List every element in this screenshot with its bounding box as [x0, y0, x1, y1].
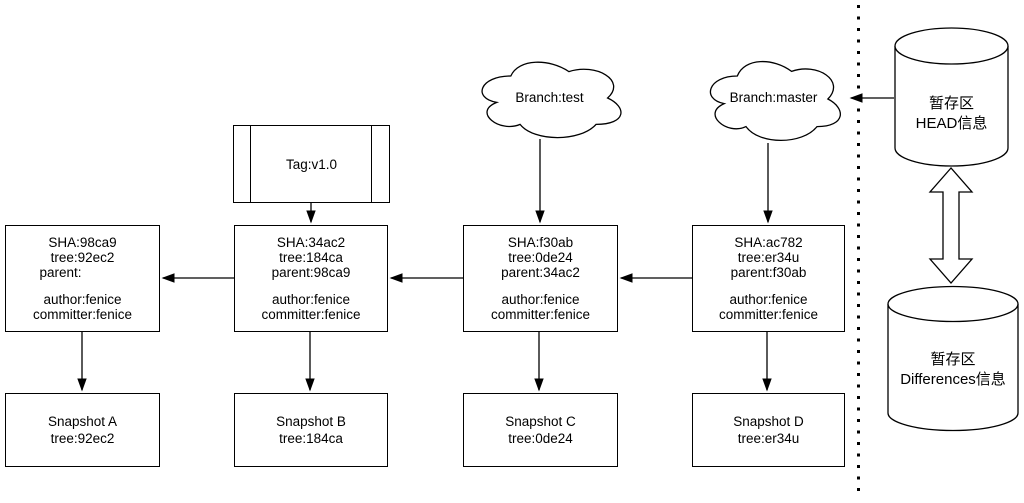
branch-master-label: Branch:master — [729, 90, 818, 105]
commit-tree: tree:er34u — [737, 250, 800, 265]
differences-store-label-line2: Differences信息 — [900, 371, 1006, 388]
commit-parent: parent: — [39, 265, 82, 280]
tag-label: Tag:v1.0 — [285, 156, 338, 172]
commit-parent: parent:f30ab — [730, 265, 807, 280]
differences-store-cylinder-body — [887, 304, 1019, 432]
commit-committer: committer:fenice — [718, 307, 819, 322]
tag-box-right-rule — [371, 126, 372, 202]
tag-box: Tag:v1.0 — [233, 125, 390, 203]
branch-test-label: Branch:test — [515, 90, 584, 105]
commit-author: author:fenice — [271, 292, 351, 307]
differences-store-label-line1: 暂存区 — [930, 351, 976, 368]
head-store-cylinder-top — [894, 27, 1009, 65]
commit-committer: committer:fenice — [32, 307, 133, 322]
commit-parent: parent:34ac2 — [501, 265, 580, 280]
differences-store-label: 暂存区 Differences信息 — [888, 350, 1018, 390]
commit-box-98ca9: SHA:98ca9 tree:92ec2 parent: author:feni… — [5, 225, 160, 332]
commit-sha: SHA:f30ab — [507, 235, 574, 250]
differences-store-cylinder-top — [887, 285, 1019, 323]
commit-tree: tree:184ca — [279, 250, 343, 265]
head-store-label-line2: HEAD信息 — [915, 115, 988, 132]
differences-store-cylinder — [887, 285, 1019, 432]
head-store-label: 暂存区 HEAD信息 — [895, 94, 1008, 134]
commit-author: author:fenice — [501, 292, 580, 307]
branch-test-cloud — [481, 61, 622, 139]
head-store-cylinder-body — [894, 46, 1009, 167]
commit-committer: committer:fenice — [261, 307, 361, 322]
commit-box-34ac2: SHA:34ac2 tree:184ca parent:98ca9 author… — [234, 225, 388, 332]
head-store-cylinder — [894, 27, 1009, 167]
sync-double-arrow — [928, 167, 974, 284]
snapshot-title: Snapshot B — [276, 414, 346, 429]
snapshot-title: Snapshot C — [505, 414, 576, 429]
head-store-label-line1: 暂存区 — [928, 95, 974, 112]
commit-author: author:fenice — [43, 292, 122, 307]
snapshot-box-d: Snapshot D tree:er34u — [692, 393, 845, 467]
commit-parent: parent:98ca9 — [271, 265, 351, 280]
commit-committer: committer:fenice — [490, 307, 591, 322]
commit-box-ac782: SHA:ac782 tree:er34u parent:f30ab author… — [692, 225, 845, 332]
tag-box-left-rule — [250, 126, 251, 202]
snapshot-tree: tree:92ec2 — [50, 431, 115, 446]
snapshot-title: Snapshot A — [47, 414, 118, 429]
snapshot-box-a: Snapshot A tree:92ec2 — [5, 393, 160, 467]
snapshot-box-c: Snapshot C tree:0de24 — [463, 393, 618, 467]
snapshot-tree: tree:0de24 — [508, 431, 573, 446]
commit-sha: SHA:ac782 — [734, 235, 803, 250]
commit-sha: SHA:98ca9 — [48, 235, 117, 250]
snapshot-tree: tree:er34u — [737, 431, 800, 446]
snapshot-title: Snapshot D — [733, 414, 804, 429]
snapshot-box-b: Snapshot B tree:184ca — [234, 393, 388, 467]
commit-tree: tree:92ec2 — [50, 250, 115, 265]
commit-sha: SHA:34ac2 — [276, 235, 346, 250]
branch-master-cloud — [709, 60, 841, 142]
snapshot-tree: tree:184ca — [279, 431, 343, 446]
commit-tree: tree:0de24 — [508, 250, 573, 265]
commit-box-f30ab: SHA:f30ab tree:0de24 parent:34ac2 author… — [463, 225, 618, 332]
commit-author: author:fenice — [729, 292, 808, 307]
